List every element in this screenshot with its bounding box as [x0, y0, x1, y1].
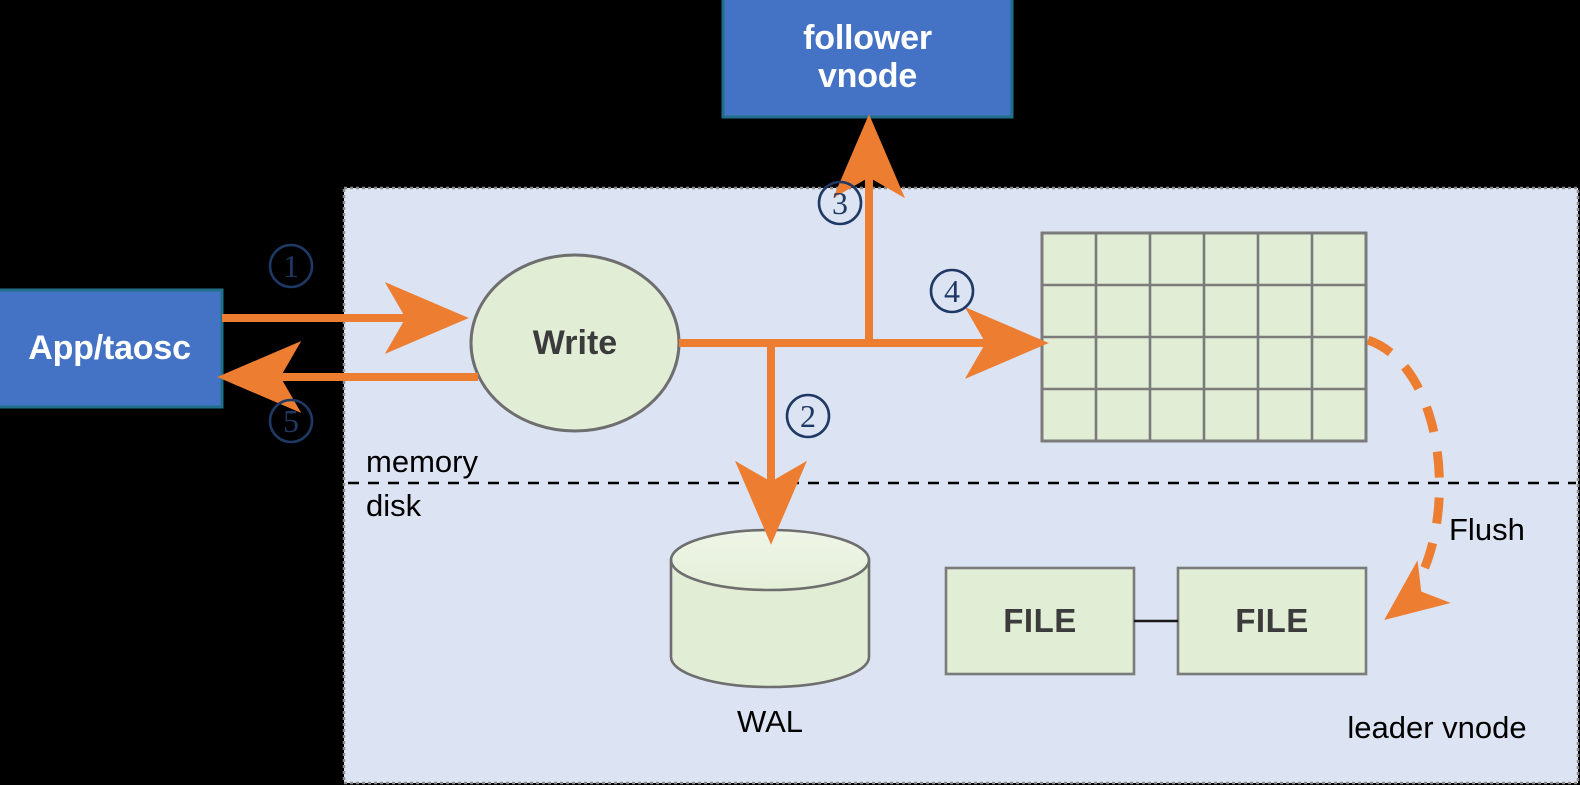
- wal-cylinder: [669, 528, 871, 689]
- file-box-1[interactable]: [944, 566, 1136, 676]
- svg-text:4: 4: [944, 273, 960, 309]
- step-circle-4: 4: [929, 268, 975, 314]
- app-taosc-box[interactable]: [0, 288, 224, 409]
- svg-text:1: 1: [283, 248, 299, 284]
- write-ellipse[interactable]: [469, 253, 681, 433]
- step-circle-1: 1: [268, 243, 314, 289]
- follower-vnode-box[interactable]: [721, 0, 1014, 119]
- step-circle-3: 3: [817, 180, 863, 226]
- file-box-2[interactable]: [1176, 566, 1368, 676]
- svg-text:2: 2: [800, 398, 816, 434]
- step-circle-5: 5: [268, 398, 314, 444]
- flush-dashed-arrow: [1366, 335, 1451, 621]
- svg-text:5: 5: [283, 403, 299, 439]
- step-circle-2: 2: [785, 393, 831, 439]
- memtable-grid: [1040, 231, 1368, 443]
- svg-text:3: 3: [832, 185, 848, 221]
